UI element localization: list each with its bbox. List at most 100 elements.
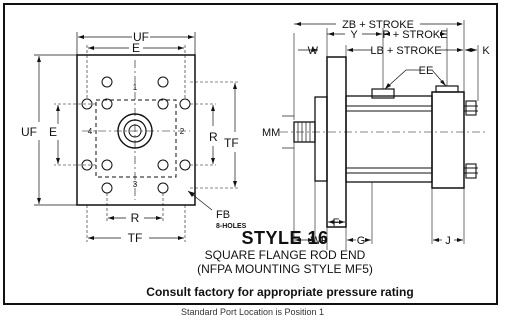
dim-label-lb: LB + STROKE (370, 45, 441, 57)
dim-label-k: K (482, 45, 490, 57)
arrowhead (312, 48, 318, 52)
dim-label-w: W (308, 45, 319, 57)
arrowhead (233, 181, 237, 187)
arrowhead (471, 48, 477, 52)
cap-port-boss (435, 85, 459, 93)
arrowhead (308, 238, 314, 242)
arrowhead (347, 48, 353, 52)
dim-label-tf-bottom: TF (128, 231, 143, 245)
side-arrowheads (295, 22, 477, 242)
arrowhead (295, 22, 301, 26)
fb-label: FB (216, 209, 230, 221)
tie-rod-nut (465, 163, 477, 179)
tie-rod-nut (157, 98, 169, 110)
rod-gland (314, 96, 328, 182)
cylinder-tube (345, 95, 433, 183)
dim-label-g: G (357, 235, 366, 247)
fb-holes-note: 8-HOLES (216, 223, 247, 230)
mounting-hole (101, 76, 113, 88)
pressure-rating-note: Consult factory for appropriate pressure… (146, 285, 414, 299)
arrowhead (433, 238, 439, 242)
arrowhead (178, 236, 184, 240)
arrowhead (56, 105, 60, 111)
arrowhead (211, 105, 215, 111)
arrowhead (78, 35, 84, 39)
dim-label-f: F (333, 217, 340, 229)
front-arrowheads (37, 35, 237, 240)
arrowhead (440, 32, 446, 36)
position-label-2: 2 (180, 127, 185, 136)
tie-rod-nut (157, 159, 169, 171)
arrowhead (457, 238, 463, 242)
arrowhead (328, 220, 334, 224)
arrowhead (365, 238, 371, 242)
arrowhead (385, 83, 391, 89)
dim-label-zb: ZB + STROKE (342, 19, 414, 31)
style-description: SQUARE FLANGE ROD END (204, 248, 366, 262)
dim-label-mm: MM (262, 127, 280, 139)
arrowhead (440, 80, 446, 86)
mounting-hole (81, 98, 93, 110)
arrowhead (37, 56, 41, 62)
dim-label-uf-top: UF (133, 30, 149, 44)
mounting-hole (101, 182, 113, 194)
arrowhead (457, 22, 463, 26)
front-view-labels: UF E UF E R TF R TF 1 2 3 4 FB 8-HOLES (21, 30, 247, 245)
arrowhead (188, 35, 194, 39)
arrowhead (88, 46, 94, 50)
body-hidden-outline (95, 99, 177, 178)
dim-label-j: J (445, 235, 451, 247)
arrowhead (328, 32, 334, 36)
title-block: STYLE 16 SQUARE FLANGE ROD END (NFPA MOU… (180, 228, 390, 276)
arrowhead (465, 48, 471, 52)
tie-rod-nut (101, 159, 113, 171)
tie-rod-nut (465, 100, 477, 116)
dim-label-r-bottom: R (131, 211, 140, 225)
rod-circle-outer (123, 119, 147, 143)
style-title: STYLE 16 (241, 228, 329, 248)
tie-rod-nut (101, 98, 113, 110)
position-label-1: 1 (133, 83, 138, 92)
arrowhead (156, 216, 162, 220)
arrowhead (295, 238, 301, 242)
nfpa-designation: (NFPA MOUNTING STYLE MF5) (197, 262, 373, 276)
side-view-labels: ZB + STROKE Y P + STROKE W LB + STROKE K… (262, 19, 490, 247)
position-label-3: 3 (133, 180, 138, 189)
arrowhead (188, 191, 195, 197)
arrowhead (211, 158, 215, 164)
arrowhead (376, 32, 382, 36)
mounting-hole (179, 98, 191, 110)
flange-outline (76, 54, 196, 206)
dim-label-p: P + STROKE (383, 29, 448, 41)
arrowhead (88, 236, 94, 240)
mounting-hole (157, 76, 169, 88)
arrowhead (108, 216, 114, 220)
mounting-hole (81, 159, 93, 171)
arrowhead (37, 198, 41, 204)
dim-label-wf: WF (310, 235, 327, 247)
flange-plate (326, 56, 347, 228)
drawing-border (3, 3, 498, 305)
dim-label-e-top: E (132, 41, 140, 55)
mounting-hole (157, 182, 169, 194)
arrowhead (56, 158, 60, 164)
dim-label-uf-left: UF (21, 125, 37, 139)
arrowhead (178, 46, 184, 50)
dim-label-r-right: R (209, 130, 218, 144)
dim-label-e-left: E (49, 125, 57, 139)
arrowhead (339, 220, 345, 224)
gland-circle (117, 113, 153, 149)
rod-circle-inner (128, 124, 142, 138)
arrowhead (384, 32, 390, 36)
arrowhead (457, 48, 463, 52)
dim-label-y: Y (350, 29, 358, 41)
cap-end (431, 91, 465, 189)
arrowhead (347, 238, 353, 242)
mounting-hole (179, 159, 191, 171)
dim-label-ee: EE (419, 65, 434, 77)
position-label-4: 4 (88, 127, 93, 136)
arrowhead (233, 83, 237, 89)
dim-label-tf-right: TF (224, 136, 239, 150)
